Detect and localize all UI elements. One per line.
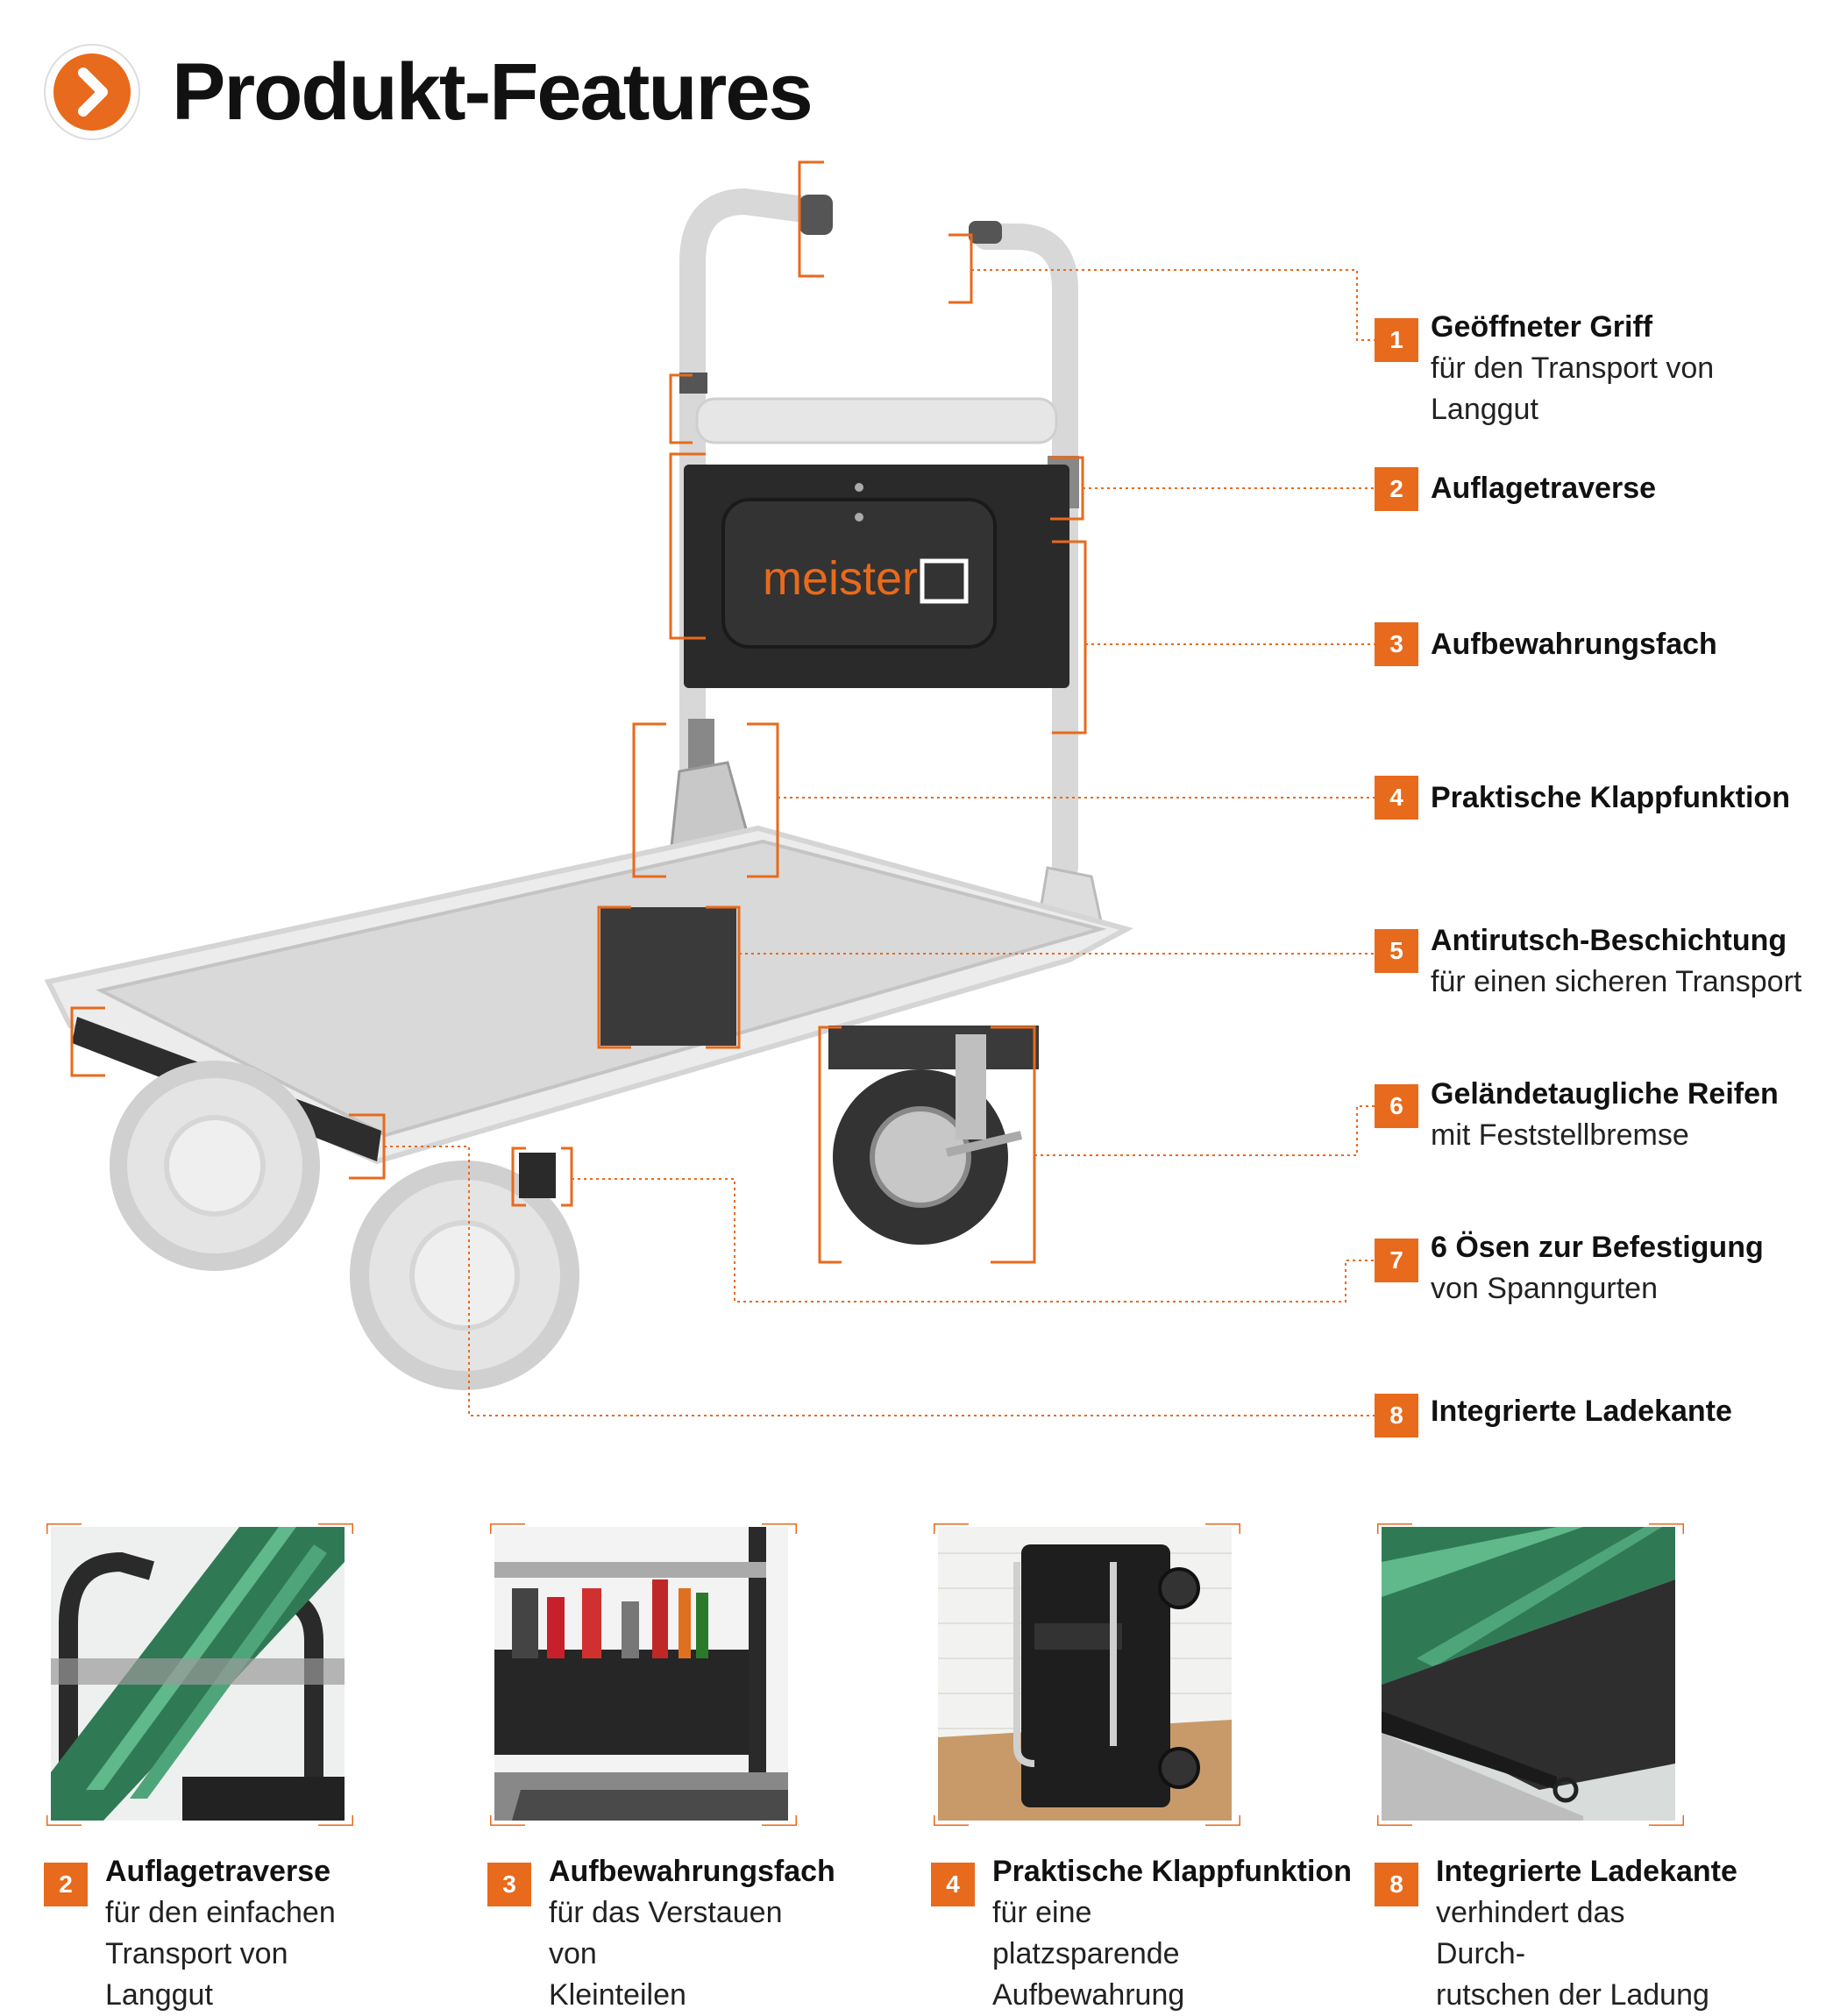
detail-title: Praktische Klappfunktion — [992, 1855, 1352, 1888]
feature-title: 6 Ösen zur Befestigung — [1431, 1231, 1764, 1264]
feature-6: Geländetaugliche Reifen mit Feststellbre… — [1431, 1074, 1779, 1156]
feature-sub: mit Feststellbremse — [1431, 1118, 1689, 1152]
page-title: Produkt-Features — [172, 47, 814, 137]
feature-badge-7: 7 — [1375, 1239, 1418, 1282]
feature-2: Auflagetraverse — [1431, 468, 1656, 509]
feature-5: Antirutsch-Beschichtung für einen sicher… — [1431, 920, 1801, 1003]
detail-sub: Aufbewahrung — [992, 1978, 1185, 2012]
brand-logo: meister — [763, 552, 918, 605]
feature-badge-8: 8 — [1375, 1394, 1418, 1437]
detail-caption: Aufbewahrungsfach für das Verstauen von … — [549, 1851, 835, 2016]
detail-photo-storage — [494, 1527, 788, 1821]
feature-title: Auflagetraverse — [1431, 472, 1657, 505]
feature-title: Praktische Klappfunktion — [1431, 781, 1790, 814]
feature-sub: Langgut — [1431, 393, 1538, 426]
detail-badge: 4 — [931, 1863, 975, 1906]
feature-badge-5: 5 — [1375, 929, 1418, 973]
feature-badge-3: 3 — [1375, 622, 1418, 666]
feature-badge-6: 6 — [1375, 1084, 1418, 1128]
feature-title: Aufbewahrungsfach — [1431, 628, 1717, 661]
detail-badge: 2 — [44, 1863, 88, 1906]
detail-badge: 8 — [1375, 1863, 1418, 1906]
detail-photo-folded — [938, 1527, 1232, 1821]
feature-title: Integrierte Ladekante — [1431, 1395, 1732, 1428]
detail-badge: 3 — [487, 1863, 531, 1906]
feature-title: Antirutsch-Beschichtung — [1431, 924, 1787, 957]
feature-badge-2: 2 — [1375, 467, 1418, 511]
feature-4: Praktische Klappfunktion — [1431, 777, 1790, 819]
detail-photo-crossbar — [51, 1527, 345, 1821]
chevron-right-icon — [44, 44, 140, 140]
feature-badge-4: 4 — [1375, 776, 1418, 820]
detail-sub: Kleinteilen — [549, 1978, 686, 2012]
detail-caption: Auflagetraverse für den einfachen Transp… — [105, 1851, 386, 2016]
detail-photo-lip — [1382, 1527, 1675, 1821]
feature-badge-1: 1 — [1375, 318, 1418, 362]
feature-sub: für den Transport von — [1431, 351, 1715, 385]
detail-caption: Integrierte Ladekante verhindert das Dur… — [1436, 1851, 1737, 2016]
feature-8: Integrierte Ladekante — [1431, 1391, 1732, 1432]
detail-sub: rutschen der Ladung — [1436, 1978, 1709, 2012]
detail-sub: für das Verstauen von — [549, 1896, 783, 1970]
detail-sub: Transport von Langgut — [105, 1937, 288, 2012]
detail-title: Auflagetraverse — [105, 1855, 331, 1888]
detail-title: Integrierte Ladekante — [1436, 1855, 1737, 1888]
detail-title: Aufbewahrungsfach — [549, 1855, 835, 1888]
feature-title: Geöffneter Griff — [1431, 310, 1653, 344]
detail-sub: für eine platzsparende — [992, 1896, 1180, 1970]
feature-7: 6 Ösen zur Befestigung von Spanngurten — [1431, 1227, 1764, 1310]
feature-title: Geländetaugliche Reifen — [1431, 1077, 1779, 1111]
feature-3: Aufbewahrungsfach — [1431, 624, 1717, 665]
detail-sub: verhindert das Durch- — [1436, 1896, 1625, 1970]
feature-sub: von Spanngurten — [1431, 1272, 1658, 1305]
feature-1: Geöffneter Griff für den Transport von L… — [1431, 307, 1714, 430]
detail-sub: für den einfachen — [105, 1896, 336, 1929]
feature-sub: für einen sicheren Transport — [1431, 965, 1802, 998]
detail-caption: Praktische Klappfunktion für eine platzs… — [992, 1851, 1352, 2016]
